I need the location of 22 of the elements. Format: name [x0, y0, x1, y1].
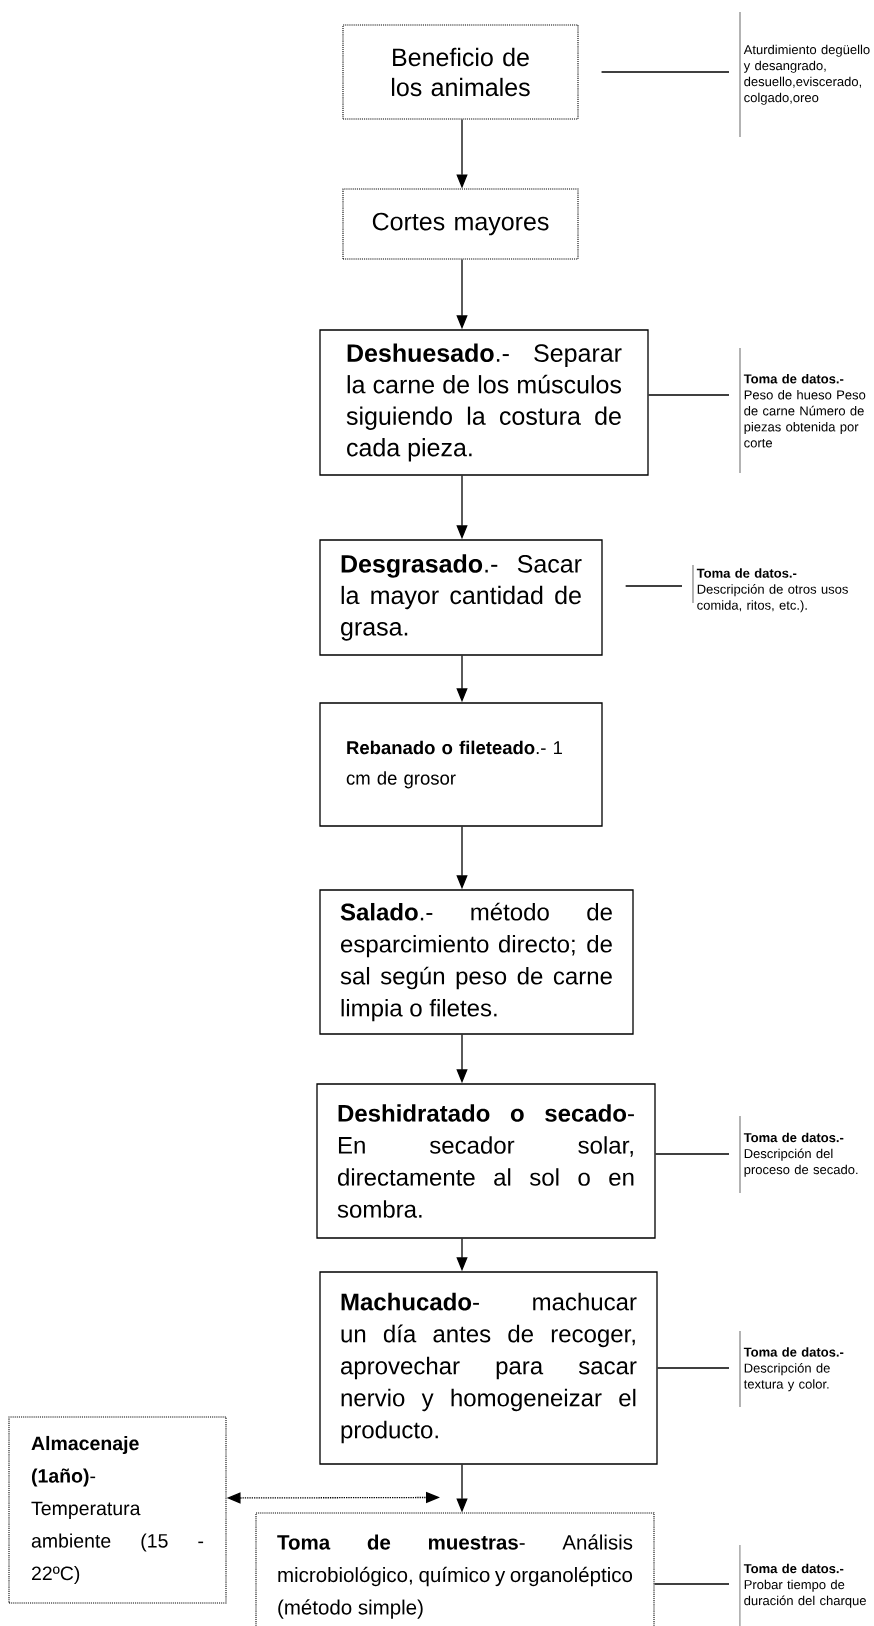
leader-line	[657, 1367, 730, 1369]
leader-line	[653, 1583, 730, 1585]
note-text: Toma de datos.- Descripción de textura y color.	[743, 1347, 844, 1392]
leader-line	[655, 1153, 730, 1155]
process-box: Rebanado o fileteado.- 1 cm de grosor	[319, 702, 603, 827]
process-box: Salado.- método de esparcimiento directo; de sal según peso de carne limpia o filetes.	[319, 889, 634, 1035]
leader-line	[600, 71, 730, 73]
process-box: Beneficio de los animales	[342, 24, 579, 120]
process-box: Cortes mayores	[342, 188, 579, 260]
note-text: Toma de datos.- Descripción del proceso de secado.	[743, 1132, 858, 1177]
process-box: Deshuesado.- Separar la carne de los músculos siguiendo la costura de cada pieza.	[319, 329, 649, 476]
note-text: Aturdimiento degüello y desangrado, desuello,eviscerado, colgado,oreo	[743, 44, 870, 105]
process-box: Machucado- machucar un día antes de recoger, aprovechar para sacar nervio y homogeneizar el producto.	[319, 1271, 658, 1465]
note-text: Toma de datos.- Peso de hueso Peso de carne Número de piezas obtenida por corte	[743, 373, 866, 448]
process-box: Desgrasado.- Sacar la mayor cantidad de grasa.	[319, 539, 603, 656]
note-text: Toma de datos.- Probar tiempo de duración del charque	[743, 1563, 866, 1608]
note-text: Toma de datos.- Descripción de otros usos comida, ritos, etc.).	[696, 568, 848, 613]
process-box: Deshidratado o secado- En secador solar, directamente al sol o en sombra.	[316, 1083, 656, 1239]
leader-line	[625, 585, 683, 587]
process-box: Toma de muestras- Análisis microbiológico, químico y organoléptico (método simple)	[255, 1512, 655, 1626]
process-box: Almacenaje (1año)- Temperatura ambiente (15 - 22ºC)	[8, 1416, 227, 1604]
leader-line	[648, 394, 730, 396]
